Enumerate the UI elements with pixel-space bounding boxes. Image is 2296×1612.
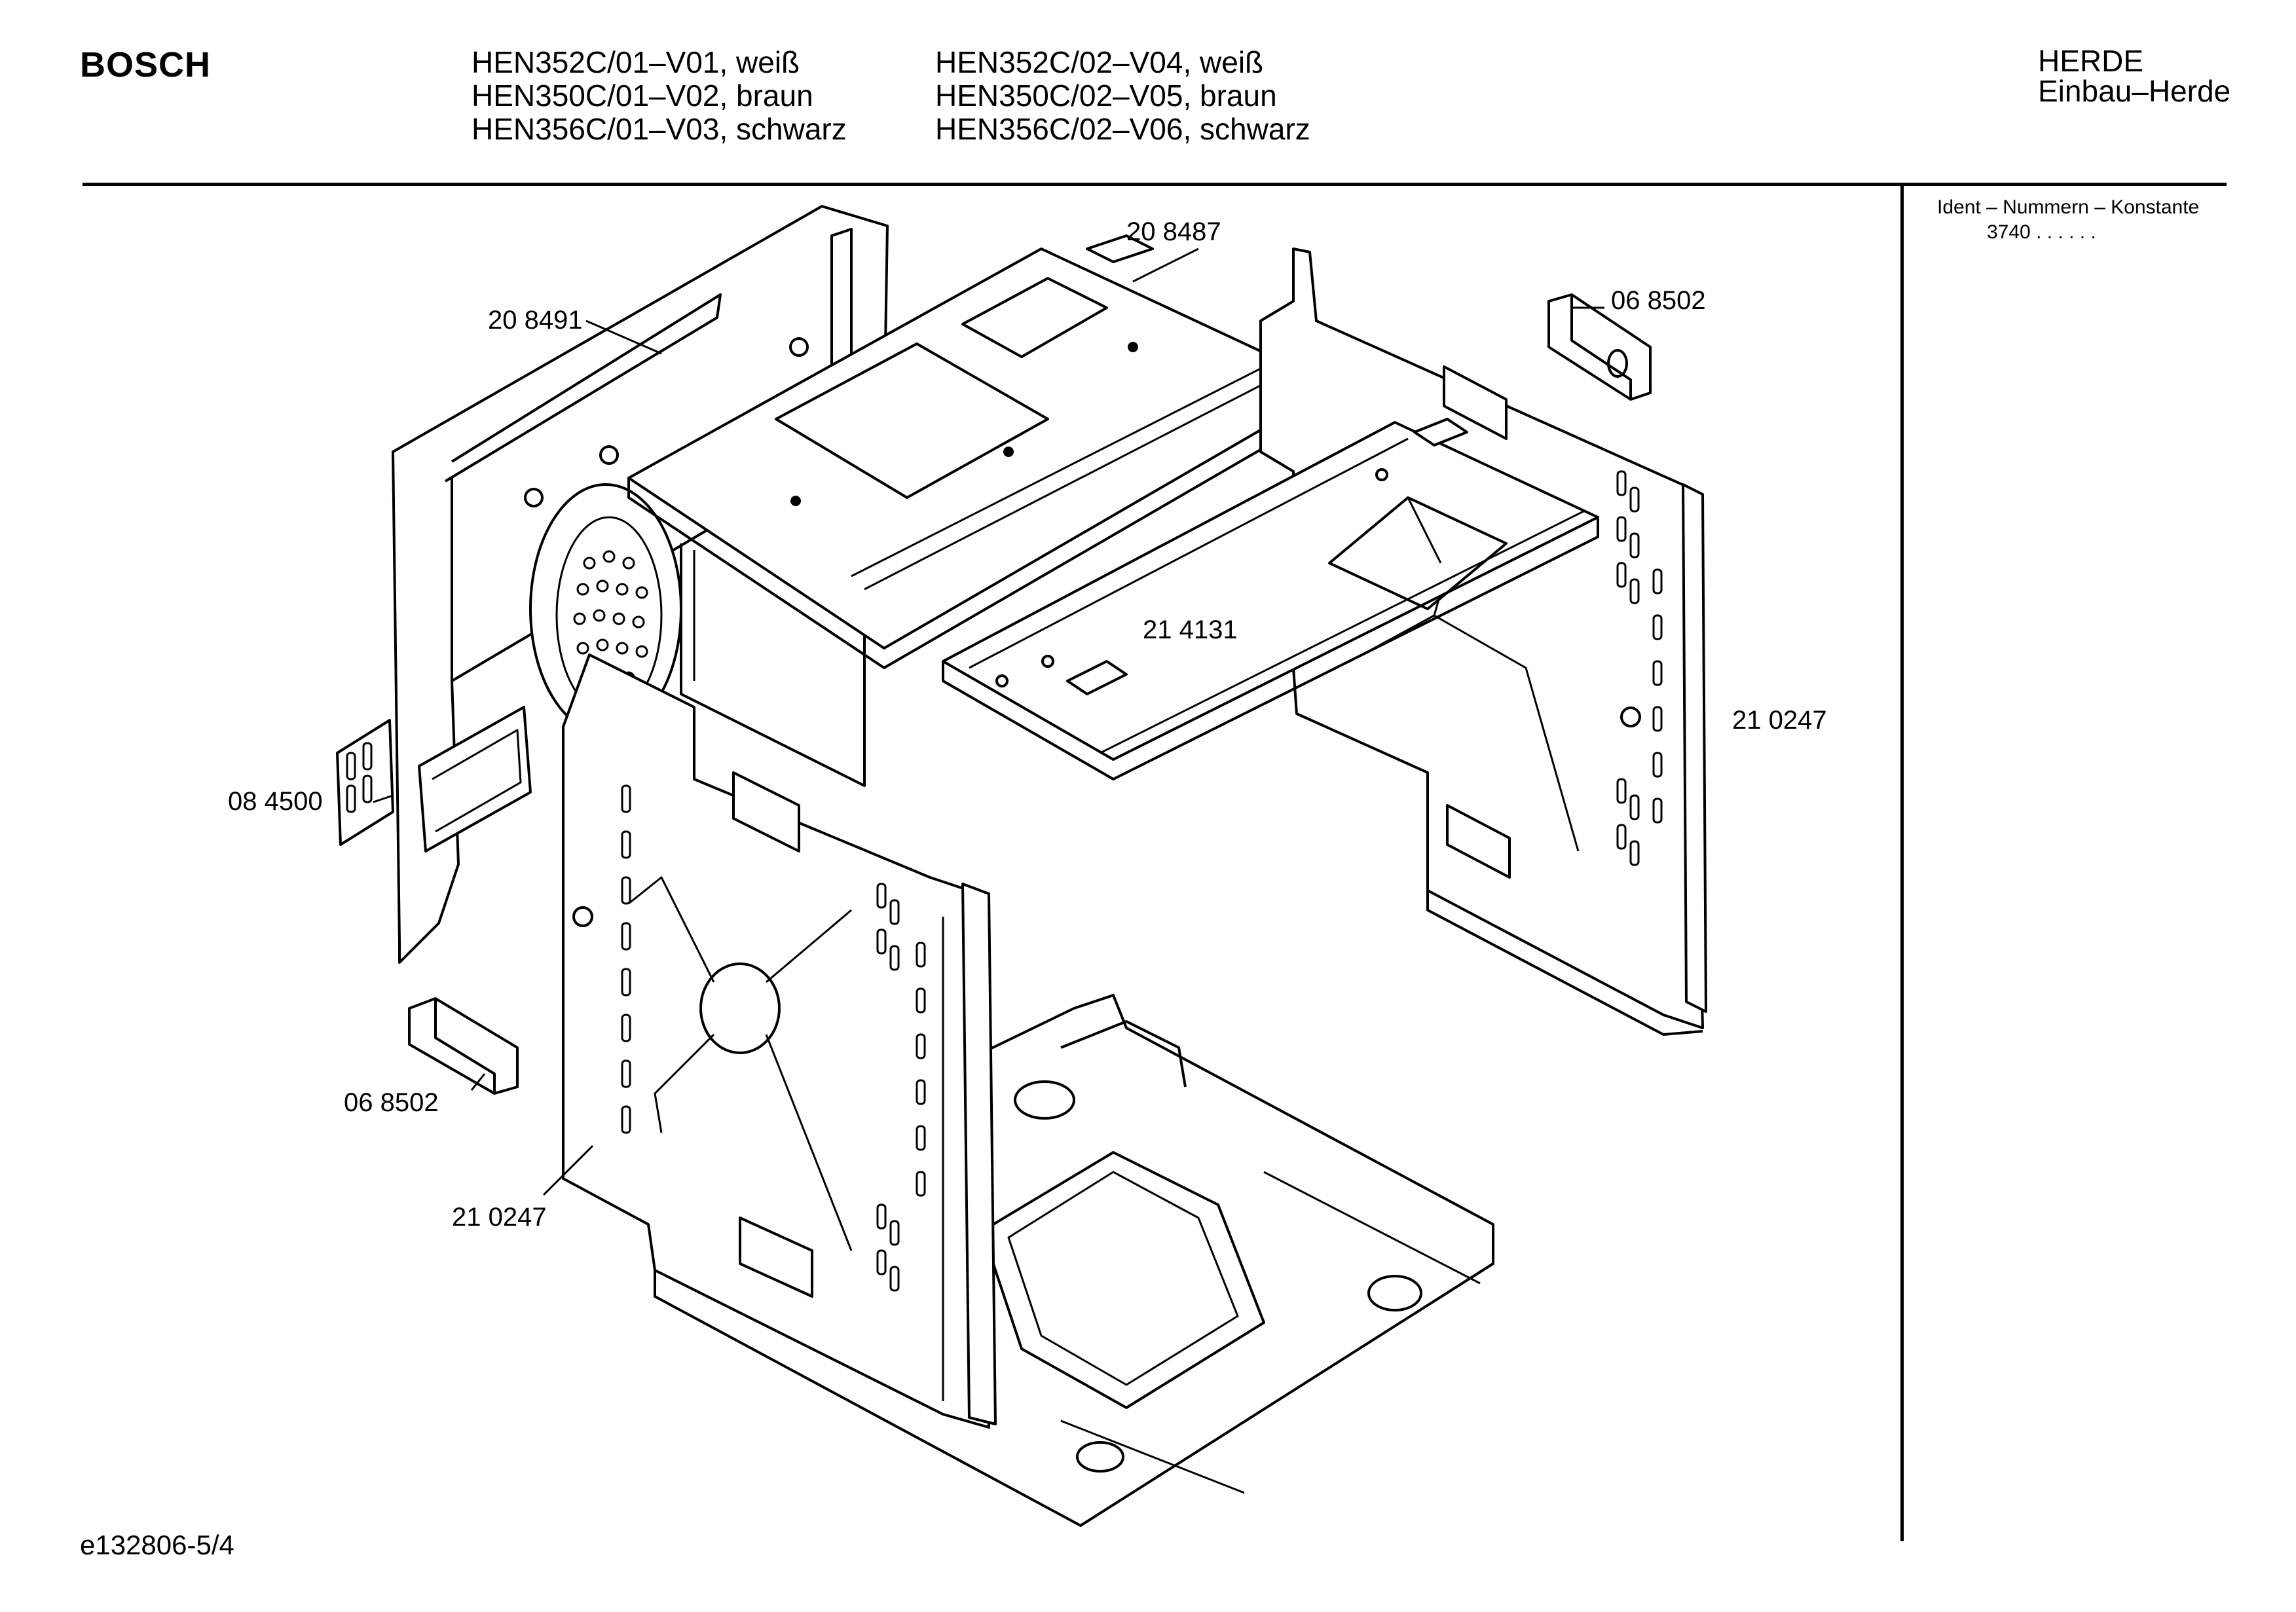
part-label: 21 0247 [1732, 706, 1827, 735]
model-entry: HEN356C/02–V06, schwarz [935, 112, 1310, 146]
sidebar-divider [1900, 186, 1904, 1541]
header-divider [83, 183, 2227, 186]
model-list-right: HEN352C/02–V04, weiß HEN350C/02–V05, bra… [935, 46, 1310, 146]
model-entry: HEN352C/01–V01, weiß [472, 45, 800, 79]
rail-tray-part [942, 418, 1599, 780]
leader-lines [373, 247, 1604, 1196]
ident-label: Ident – Nummern – Konstante [1937, 196, 2200, 218]
left-side-wall-part [562, 653, 997, 1429]
model-entry: HEN356C/01–V03, schwarz [472, 112, 847, 146]
handle-right-part [1547, 293, 1652, 401]
part-label: 20 8491 [488, 306, 583, 335]
exploded-view-drawing: 20 8491 20 8487 06 8502 21 4131 21 0247 … [228, 205, 1827, 1527]
model-entry: HEN352C/02–V04, weiß [935, 45, 1264, 79]
part-label: 20 8487 [1126, 217, 1221, 246]
handle-left-part [408, 997, 519, 1095]
model-list-left: HEN352C/01–V01, weiß HEN350C/01–V02, bra… [472, 46, 847, 146]
fan-cover-part [336, 719, 394, 846]
drawing-reference: e132806-5/4 [80, 1530, 234, 1560]
category-title: HERDE [2038, 44, 2144, 78]
part-label: 21 0247 [452, 1203, 547, 1232]
part-label: 06 8502 [1611, 286, 1706, 315]
category-block: HERDE Einbau–Herde [2038, 46, 2231, 106]
part-label: 21 4131 [1143, 615, 1238, 644]
part-label: 06 8502 [344, 1088, 439, 1117]
part-label: 08 4500 [228, 787, 323, 816]
model-entry: HEN350C/02–V05, braun [935, 79, 1277, 113]
ident-value: 3740 . . . . . . [1987, 221, 2096, 243]
category-subtitle: Einbau–Herde [2038, 74, 2231, 108]
rear-top-panel [392, 205, 889, 964]
model-entry: HEN350C/01–V02, braun [472, 79, 813, 113]
brand-logo: BOSCH [80, 45, 212, 84]
